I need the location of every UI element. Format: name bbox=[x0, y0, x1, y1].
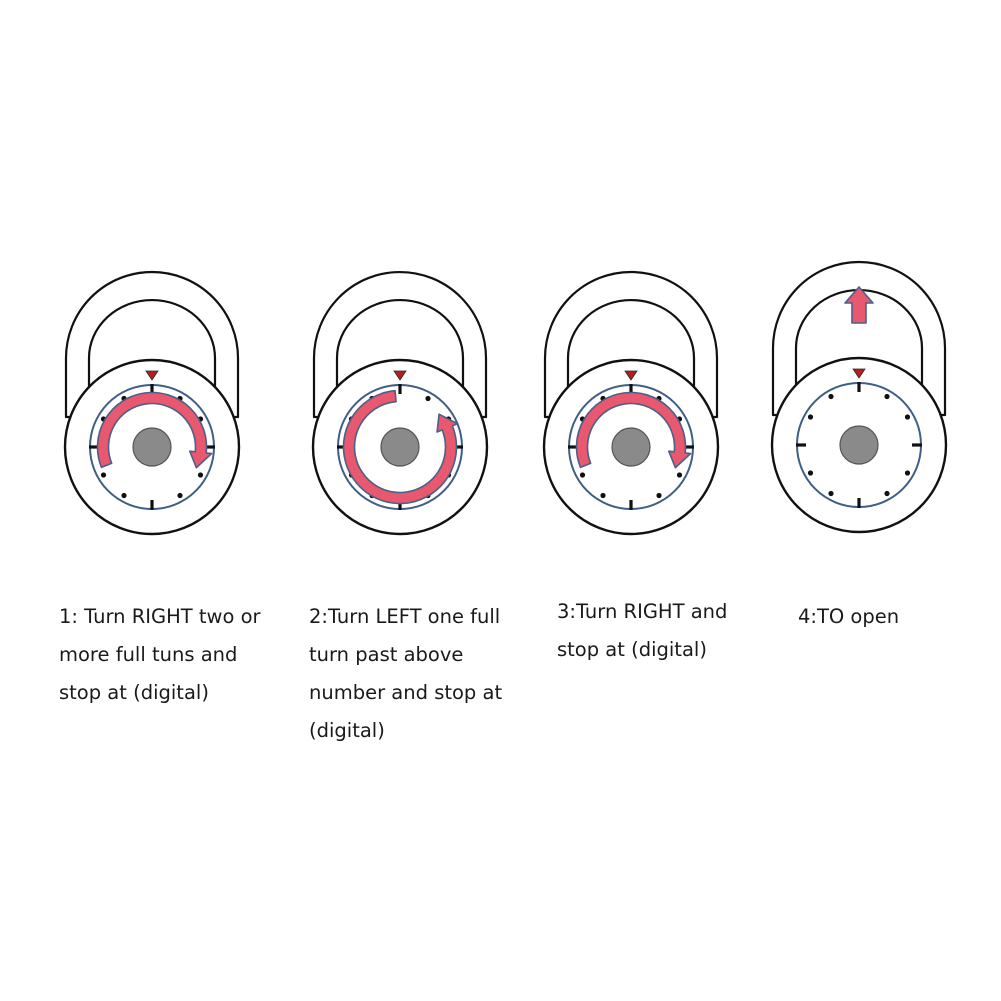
dial-hub bbox=[611, 427, 651, 467]
shackle bbox=[312, 270, 488, 419]
dial-dot bbox=[884, 393, 890, 400]
rotation-arrow-icon bbox=[96, 391, 213, 469]
dial-dot bbox=[121, 492, 127, 499]
rotation-arrow-icon bbox=[575, 391, 692, 469]
step-3-caption: 3:Turn RIGHT and stop at (digital) bbox=[557, 600, 728, 661]
padlock-icon bbox=[63, 270, 241, 536]
dial-dot bbox=[177, 492, 183, 499]
dial-pointer-icon bbox=[393, 370, 407, 381]
step-4-caption: 4:TO open bbox=[798, 605, 900, 628]
dial-pointer-icon bbox=[624, 370, 638, 381]
dial-dot bbox=[425, 395, 431, 402]
shackle bbox=[64, 270, 240, 419]
dial-dot bbox=[676, 472, 683, 478]
rotation-arrow-icon bbox=[342, 389, 459, 505]
step-1-caption: 1: Turn RIGHT two or more full tuns and … bbox=[59, 605, 261, 704]
dial-dot bbox=[828, 393, 834, 400]
dial-pointer-icon bbox=[145, 370, 159, 381]
dial-ticks bbox=[89, 384, 215, 510]
dial-pointer-icon bbox=[852, 368, 866, 379]
padlock-icon bbox=[311, 270, 489, 536]
dial-dot bbox=[100, 472, 107, 478]
dial-dot bbox=[807, 470, 814, 476]
padlock-icon bbox=[770, 260, 948, 534]
dial-dot bbox=[807, 414, 814, 420]
shackle bbox=[543, 270, 719, 419]
padlock-icon bbox=[542, 270, 720, 536]
dial-dot bbox=[600, 492, 606, 499]
dial-dot bbox=[579, 472, 586, 478]
dial-dot bbox=[904, 470, 911, 476]
dial-hub bbox=[839, 425, 879, 465]
dial-dot bbox=[884, 490, 890, 497]
dial-dot bbox=[197, 472, 204, 478]
up-arrow-icon bbox=[844, 286, 874, 324]
step-2-caption: 2:Turn LEFT one full turn past above num… bbox=[309, 605, 503, 742]
dial-dot bbox=[656, 492, 662, 499]
shackle bbox=[771, 260, 947, 417]
dial-hub bbox=[132, 427, 172, 467]
dial-hub bbox=[380, 427, 420, 467]
dial-dot bbox=[828, 490, 834, 497]
dial-ticks bbox=[796, 382, 922, 508]
dial-dot bbox=[904, 414, 911, 420]
